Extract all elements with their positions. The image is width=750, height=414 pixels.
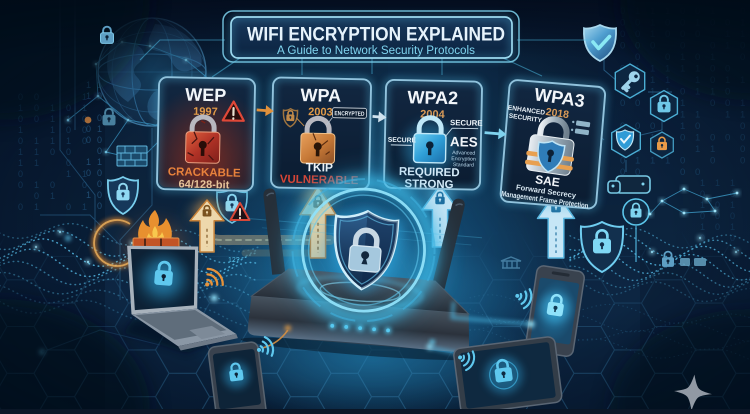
svg-text:TKIP: TKIP [306,160,334,175]
svg-text:WPA: WPA [300,85,341,106]
svg-text:SECURE: SECURE [450,118,483,128]
svg-text:SAE: SAE [534,172,560,189]
svg-text:Advanced: Advanced [452,150,475,156]
svg-text:A Guide to Network Security Pr: A Guide to Network Security Protocols [277,45,475,57]
svg-text:Encryption: Encryption [451,156,476,163]
svg-text:WEP: WEP [185,85,226,106]
svg-text:2003: 2003 [308,106,333,119]
svg-text:WIFI ENCRYPTION EXPLAINED: WIFI ENCRYPTION EXPLAINED [247,25,505,46]
svg-text:64/128-bit: 64/128-bit [178,178,229,191]
svg-text:WPA2: WPA2 [407,87,458,108]
svg-text:CRACKABLE: CRACKABLE [168,166,241,180]
svg-text:Standard: Standard [453,162,474,168]
svg-text:REQUIRED: REQUIRED [399,166,460,179]
svg-text:SECURITY: SECURITY [508,113,543,125]
svg-text:AES: AES [450,134,478,150]
svg-text:ENCRYPTED: ENCRYPTED [334,111,365,118]
svg-text:SECURE: SECURE [388,137,417,145]
